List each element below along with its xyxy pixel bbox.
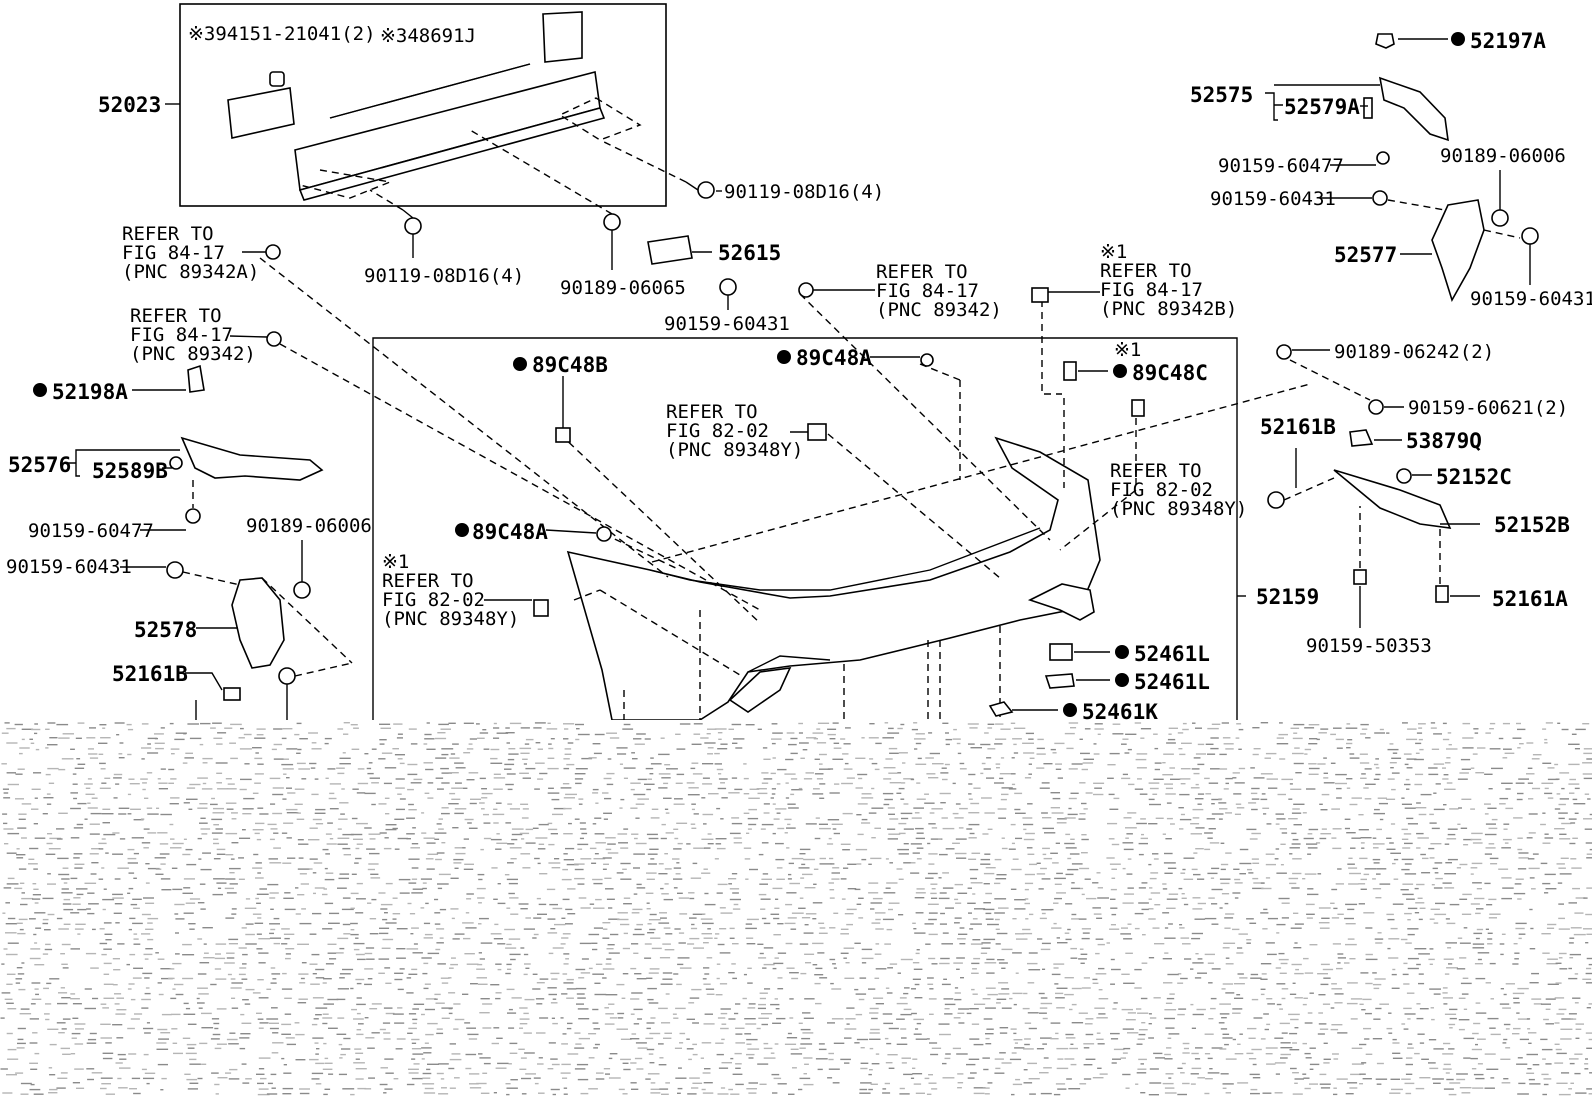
ref-89348Y-left: ※1 REFER TO FIG 82-02 (PNC 89348Y) [382, 551, 519, 630]
clip-52161B-left [223, 687, 241, 701]
label-90119-left: 90119-08D16(4) [364, 265, 524, 287]
connector-89342-center [798, 282, 814, 298]
bumper-cover-52159 [566, 436, 1101, 721]
pad-52461K [988, 701, 1014, 717]
ref-89342A: REFER TO FIG 84-17 (PNC 89342A) [122, 223, 259, 283]
ref-89342-center: REFER TO FIG 84-17 (PNC 89342) [876, 261, 1002, 321]
clip-89348Y-center [807, 423, 827, 441]
label-52575: 52575 [1190, 83, 1253, 107]
label-90119-right: 90119-08D16(4) [724, 181, 884, 203]
label-89C48C: 89C48C [1132, 361, 1208, 385]
bumper-cover-frame [372, 337, 1238, 720]
nut-90189-06065 [603, 213, 621, 231]
ref-89342-left: REFER TO FIG 84-17 (PNC 89342) [130, 305, 256, 365]
reference-notes: REFER TO FIG 84-17 (PNC 89342A) REFER TO… [122, 223, 1247, 630]
label-52578: 52578 [134, 618, 197, 642]
bolt-90159-60431-right [1521, 227, 1539, 245]
connector-89342A [265, 244, 281, 260]
seal-52152B [1333, 469, 1452, 529]
retainer-52576-assembly [169, 364, 324, 481]
label-52615: 52615 [718, 241, 781, 265]
label-394151: ※394151-21041(2) [188, 23, 376, 45]
note-mark-89C48C: ※1 [1114, 339, 1141, 361]
label-90189-06065: 90189-06065 [560, 277, 686, 299]
bolt-90119-top-left [402, 209, 422, 235]
label-90159-60477-right: 90159-60477 [1218, 155, 1344, 177]
pad-52461L-2 [1044, 673, 1075, 689]
ref-89348Y-center: REFER TO FIG 82-02 (PNC 89348Y) [666, 401, 803, 461]
label-90159-60431-center: 90159-60431 [664, 313, 790, 335]
reinforcement-group-frame [179, 3, 667, 207]
label-52589B: 52589B [92, 459, 168, 483]
label-89C48B: 89C48B [532, 353, 608, 377]
clip-89C48A-left [596, 526, 612, 542]
ref-89348Y-right: REFER TO FIG 82-02 (PNC 89348Y) [1110, 460, 1247, 520]
label-52577: 52577 [1334, 243, 1397, 267]
retainer-52577 [1431, 199, 1485, 303]
label-90159-60431-left: 90159-60431 [6, 556, 132, 578]
clip-89348Y-right [1131, 399, 1145, 417]
clip-89C48C [1063, 361, 1077, 381]
label-52197A: 52197A [1470, 29, 1546, 53]
label-52461L-2: 52461L [1134, 670, 1210, 694]
label-52579A: 52579A [1284, 95, 1360, 119]
clip-89C48A-top [920, 353, 934, 367]
bolt-90159-60621 [1368, 399, 1384, 415]
retainer-52578 [231, 577, 285, 669]
pad-52461L-1 [1049, 643, 1073, 661]
bolt-left-lower [278, 667, 296, 685]
label-90159-60431-right-bottom: 90159-60431 [1470, 288, 1592, 310]
label-348691J: ※348691J [380, 25, 476, 47]
label-90159-60477-left: 90159-60477 [28, 520, 154, 542]
retainer-52575-assembly [1363, 33, 1449, 206]
bolt-90159-60431-left [166, 561, 184, 579]
label-90189-06242: 90189-06242(2) [1334, 341, 1494, 363]
label-53879Q: 53879Q [1406, 429, 1482, 453]
label-52461L-1: 52461L [1134, 642, 1210, 666]
screw-90159-50353 [1353, 569, 1367, 585]
connector-89342B [1031, 287, 1049, 303]
label-52161B-left: 52161B [112, 662, 188, 686]
clip-52152C [1396, 468, 1412, 484]
ref-89342B: ※1 REFER TO FIG 84-17 (PNC 89342B) [1100, 241, 1237, 320]
clip-52161A [1435, 585, 1449, 603]
bolt-90159-60431-center [719, 278, 737, 296]
reinforcement-assembly [227, 11, 642, 201]
clip-52161B-right [1267, 491, 1285, 509]
label-52023: 52023 [98, 93, 161, 117]
label-90159-50353: 90159-50353 [1306, 635, 1432, 657]
label-52161B-right: 52161B [1260, 415, 1336, 439]
label-89C48A-top: 89C48A [796, 346, 872, 370]
nut-90189-06006-left [293, 581, 311, 599]
label-90189-06006-right: 90189-06006 [1440, 145, 1566, 167]
label-90159-60431-right-top: 90159-60431 [1210, 188, 1336, 210]
clip-89C48B [555, 427, 571, 443]
label-89C48A-left: 89C48A [472, 520, 548, 544]
noise-texture [0, 722, 1592, 1096]
connector-89342-left [266, 331, 282, 347]
bolt-90119-top-right [685, 181, 715, 199]
clip-53879Q [1349, 429, 1374, 447]
bracket-52615 [647, 235, 693, 265]
clip-89348Y-left [533, 599, 549, 617]
bolt-90159-60477-left [185, 508, 201, 524]
label-52159: 52159 [1256, 585, 1319, 609]
label-52198A: 52198A [52, 380, 128, 404]
label-52576: 52576 [8, 453, 71, 477]
label-52161A: 52161A [1492, 587, 1568, 611]
label-52152B: 52152B [1494, 513, 1570, 537]
nut-90189-06242 [1276, 344, 1292, 360]
label-52152C: 52152C [1436, 465, 1512, 489]
nut-90189-06006-right [1491, 209, 1509, 227]
label-90189-06006-left: 90189-06006 [246, 515, 372, 537]
label-90159-60621: 90159-60621(2) [1408, 397, 1568, 419]
